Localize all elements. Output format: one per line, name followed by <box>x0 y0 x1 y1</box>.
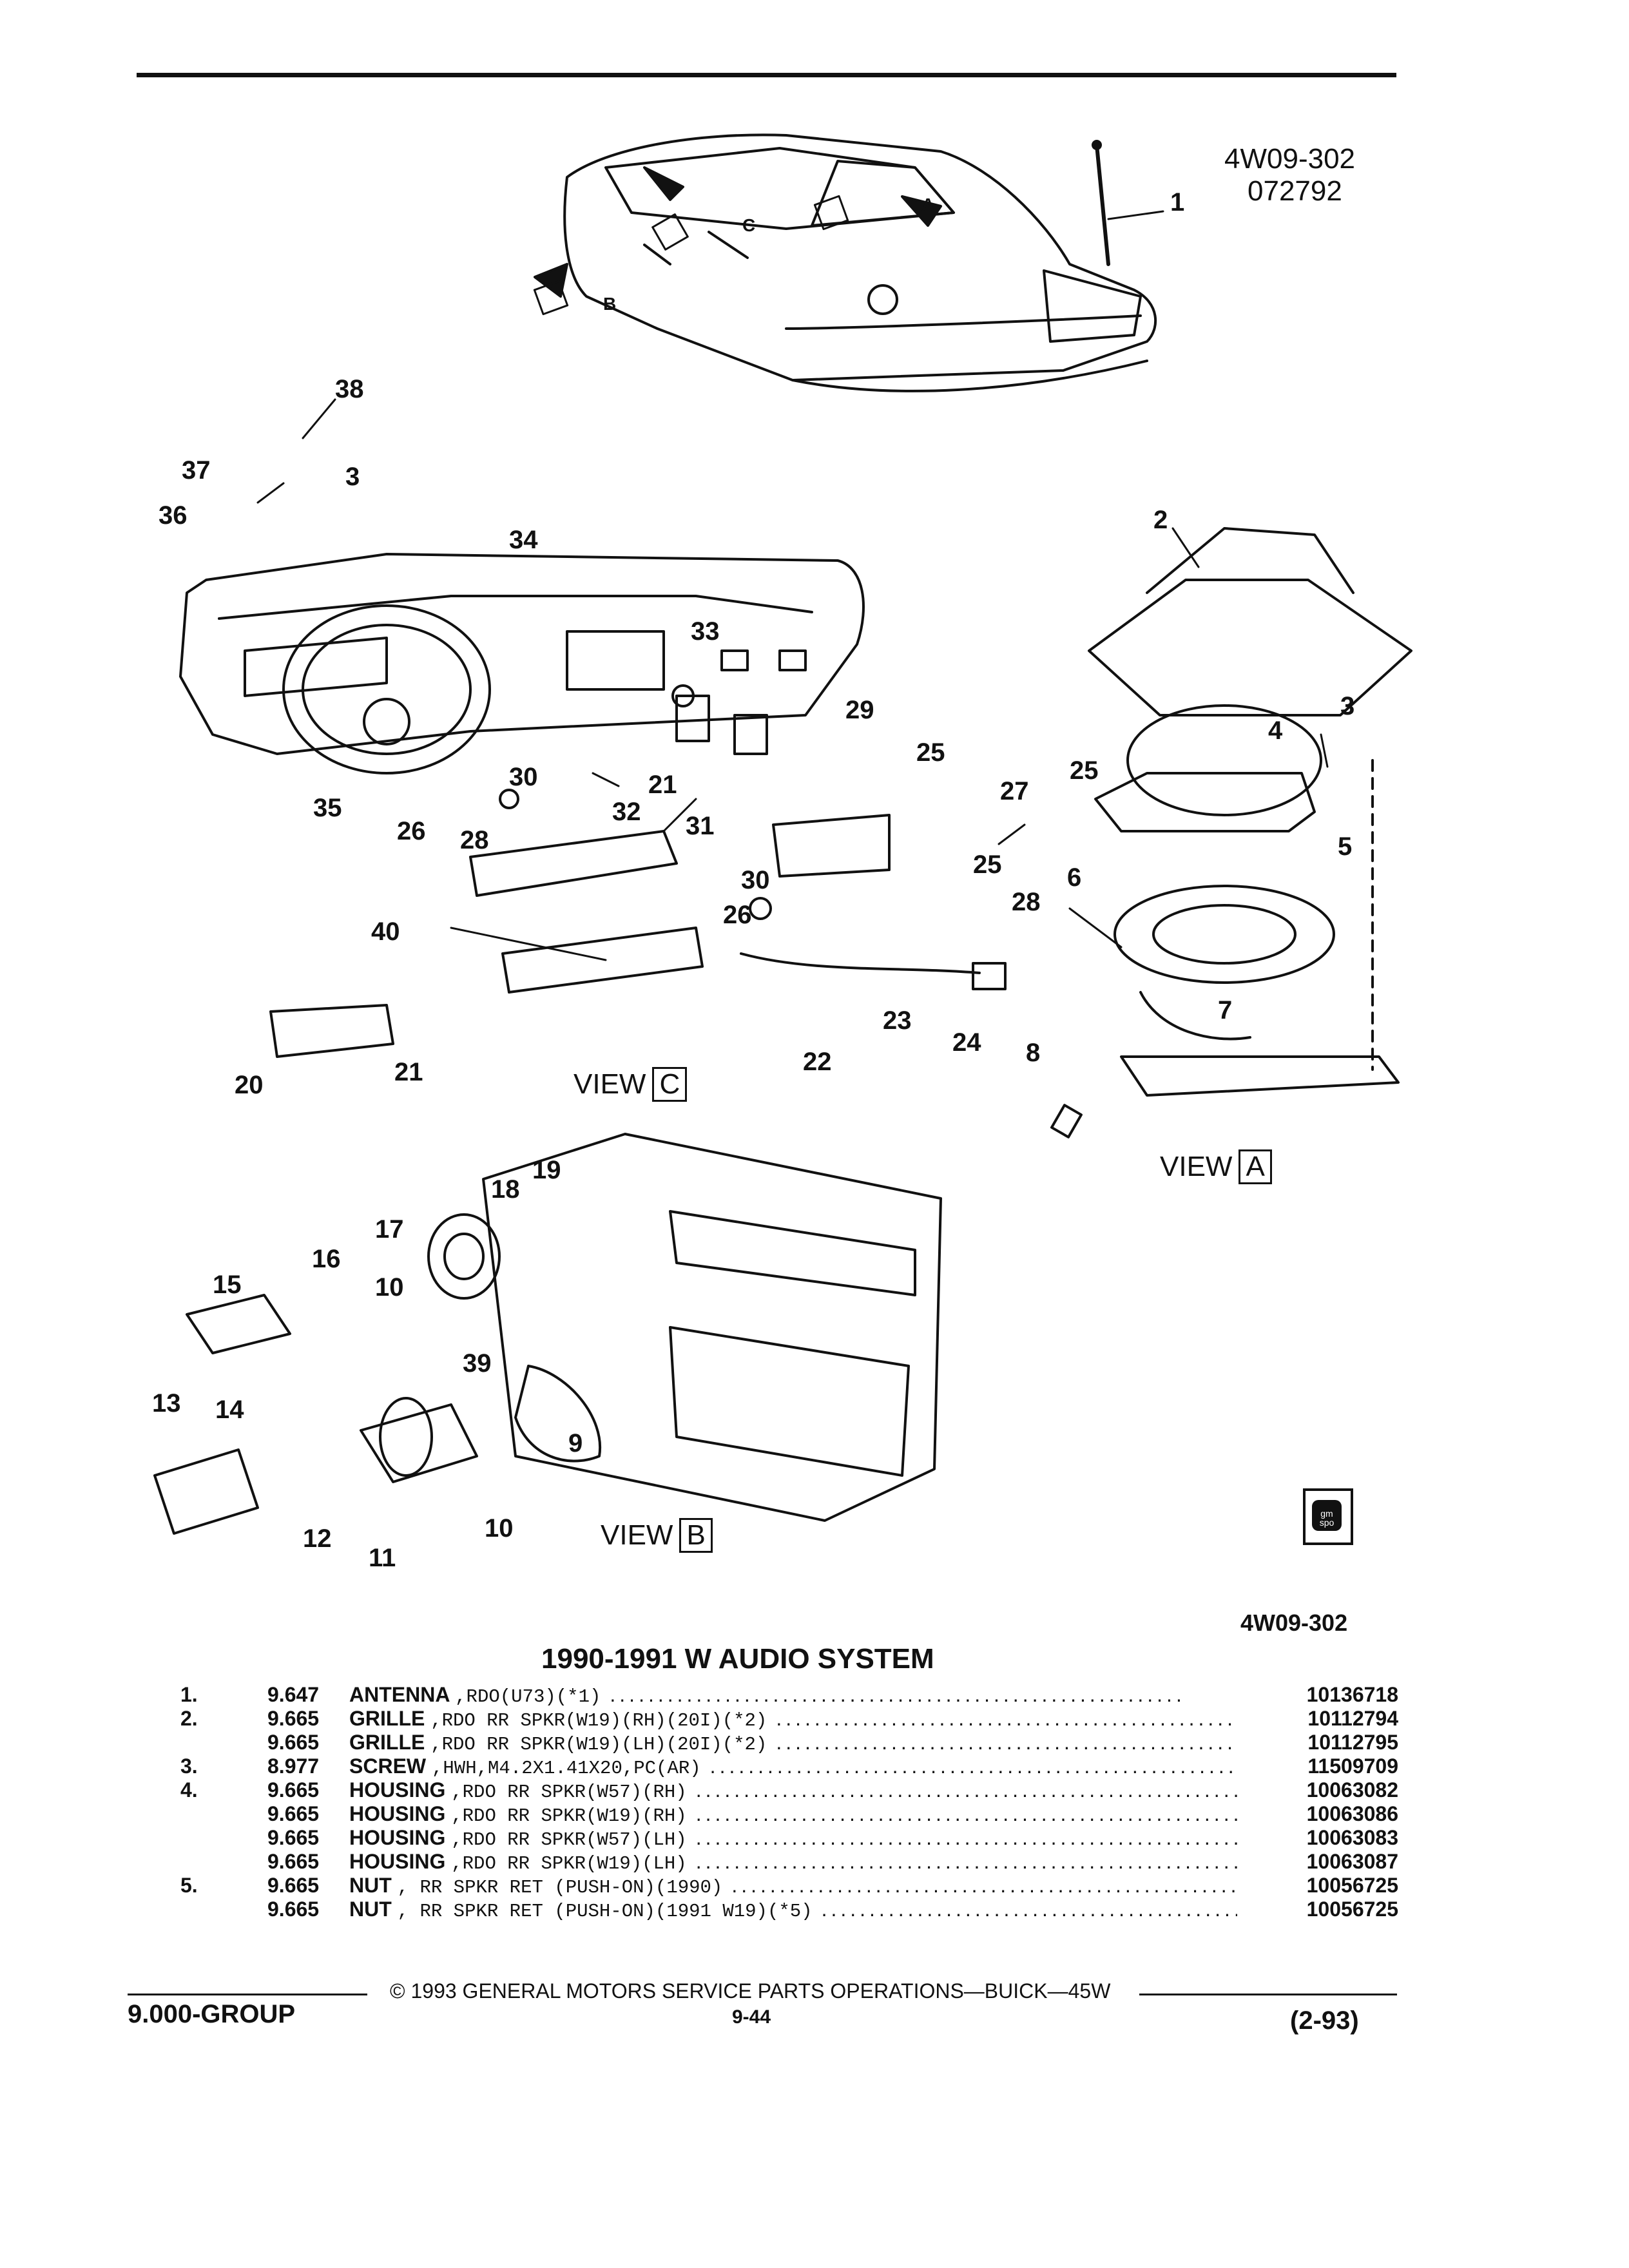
figure-header: 4W09-302 072792 <box>1224 143 1355 207</box>
callout-2: 2 <box>1153 506 1168 534</box>
callout-10b: 10 <box>485 1514 514 1542</box>
door-speaker-illustration <box>153 1133 942 1535</box>
callout-26: 26 <box>397 817 426 845</box>
callout-30b: 30 <box>741 866 770 894</box>
callout-36: 36 <box>159 501 188 530</box>
callout-8: 8 <box>1026 1039 1041 1067</box>
callout-1: 1 <box>1170 188 1185 216</box>
callout-17: 17 <box>375 1215 404 1244</box>
rear-speaker-illustration <box>1050 527 1412 1139</box>
footer-date: (2-93) <box>1290 2006 1359 2035</box>
figure-date: 072792 <box>1248 175 1342 207</box>
callout-3b: 3 <box>345 463 360 491</box>
callout-25b: 25 <box>1070 756 1099 785</box>
callout-20: 20 <box>235 1071 264 1099</box>
callout-18: 18 <box>491 1175 520 1204</box>
exploded-parts-diagram <box>153 133 1412 1535</box>
figure-id-bottom: 4W09-302 <box>1240 1610 1348 1636</box>
callout-24: 24 <box>952 1028 981 1057</box>
callout-35: 35 <box>313 794 342 822</box>
callout-4: 4 <box>1268 716 1283 745</box>
callout-10: 10 <box>375 1273 404 1302</box>
callout-27: 27 <box>1000 777 1029 805</box>
callout-5: 5 <box>1338 832 1353 861</box>
car-arrow-c: C <box>742 215 756 235</box>
callout-13: 13 <box>152 1389 181 1418</box>
callout-19: 19 <box>532 1156 561 1184</box>
callout-25c: 25 <box>973 850 1002 879</box>
callout-3: 3 <box>1340 692 1355 720</box>
callout-34: 34 <box>509 526 538 554</box>
callout-15: 15 <box>213 1271 242 1299</box>
callout-25: 25 <box>916 738 945 767</box>
callout-26b: 26 <box>723 901 752 929</box>
callout-21b: 21 <box>648 771 677 799</box>
callout-21: 21 <box>394 1058 423 1086</box>
leader-lines <box>256 398 1329 961</box>
callout-28: 28 <box>460 826 489 854</box>
top-rule <box>137 73 1396 77</box>
car-illustration <box>533 133 1164 392</box>
instrument-panel-illustration <box>179 553 865 774</box>
footer-group: 9.000-GROUP <box>128 2000 296 2028</box>
callout-23: 23 <box>883 1006 912 1035</box>
footer-copyright: © 1993 GENERAL MOTORS SERVICE PARTS OPER… <box>390 1979 1111 2003</box>
callout-11: 11 <box>369 1544 396 1572</box>
callout-31: 31 <box>686 812 715 840</box>
footer-rule-right <box>1139 1994 1397 1995</box>
callout-16: 16 <box>312 1245 341 1273</box>
callout-29: 29 <box>845 696 874 724</box>
callout-38: 38 <box>335 375 364 403</box>
car-arrow-a: A <box>921 195 935 215</box>
callout-33: 33 <box>691 617 720 646</box>
callout-6: 6 <box>1067 863 1082 892</box>
callout-28b: 28 <box>1012 888 1041 916</box>
callout-37: 37 <box>182 456 211 485</box>
figure-code: 4W09-302 <box>1224 143 1356 175</box>
callout-12: 12 <box>303 1524 332 1553</box>
callout-39: 39 <box>463 1349 492 1378</box>
callout-30: 30 <box>509 763 538 791</box>
footer-rule-left <box>128 1994 367 1995</box>
callout-9: 9 <box>568 1429 583 1457</box>
gm-spo-logo: gm spo <box>1303 1488 1353 1545</box>
page-number: 9-44 <box>732 2006 771 2028</box>
callout-32: 32 <box>612 798 641 826</box>
callout-22: 22 <box>803 1048 832 1076</box>
system-title: 1990-1991 W AUDIO SYSTEM <box>541 1643 934 1675</box>
callout-7: 7 <box>1218 996 1233 1024</box>
callout-40: 40 <box>371 918 400 946</box>
car-arrow-b: B <box>603 294 617 314</box>
radio-components <box>269 684 1007 1058</box>
callout-14: 14 <box>215 1396 244 1424</box>
